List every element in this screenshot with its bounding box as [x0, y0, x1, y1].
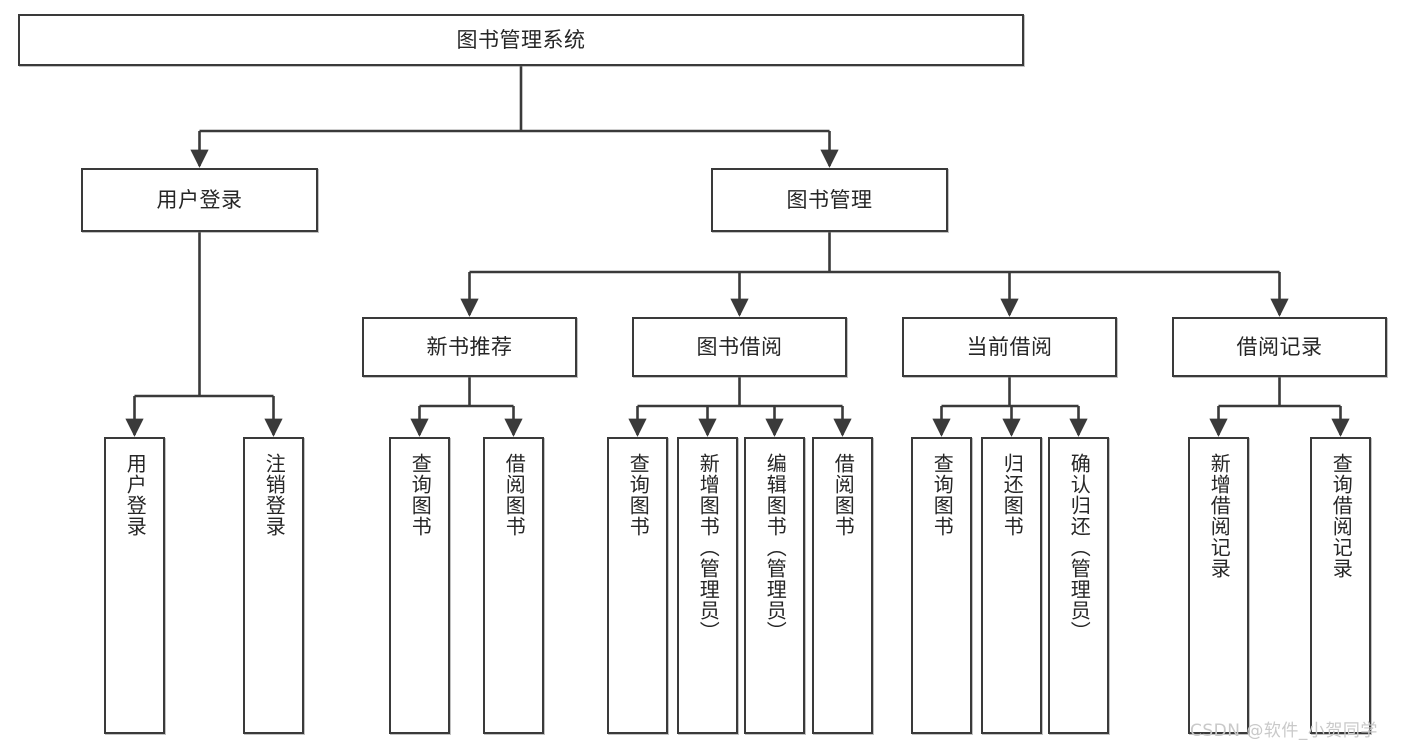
node-label: 借阅记录 [1236, 334, 1323, 359]
node-level2-3[interactable]: 借阅记录 [1172, 317, 1387, 377]
node-label: 注销登录 [262, 453, 287, 537]
node-leaf-0[interactable]: 用户登录 [104, 437, 165, 734]
node-label: 借阅图书 [502, 453, 527, 537]
node-label: 图书管理 [786, 187, 873, 212]
node-label: 当前借阅 [966, 334, 1053, 359]
node-leaf-9[interactable]: 归还图书 [981, 437, 1042, 734]
node-label: 查询图书 [408, 453, 433, 537]
node-leaf-1[interactable]: 注销登录 [243, 437, 304, 734]
node-label: 用户登录 [123, 453, 148, 537]
node-leaf-12[interactable]: 查询借阅记录 [1310, 437, 1371, 734]
node-level2-1[interactable]: 图书借阅 [632, 317, 847, 377]
node-leaf-11[interactable]: 新增借阅记录 [1188, 437, 1249, 734]
node-level1-1[interactable]: 图书管理 [711, 168, 948, 232]
node-level2-0[interactable]: 新书推荐 [362, 317, 577, 377]
node-label: 查询借阅记录 [1329, 453, 1354, 579]
node-label: 新增图书（管理员） [696, 453, 721, 642]
node-leaf-5[interactable]: 新增图书（管理员） [677, 437, 738, 734]
node-leaf-10[interactable]: 确认归还（管理员） [1048, 437, 1109, 734]
node-label: 查询图书 [626, 453, 651, 537]
node-label: 新书推荐 [426, 334, 513, 359]
node-label: 编辑图书（管理员） [763, 453, 788, 642]
node-level1-0[interactable]: 用户登录 [81, 168, 318, 232]
node-leaf-2[interactable]: 查询图书 [389, 437, 450, 734]
node-leaf-4[interactable]: 查询图书 [607, 437, 668, 734]
node-level2-2[interactable]: 当前借阅 [902, 317, 1117, 377]
node-label: 图书借阅 [696, 334, 783, 359]
node-leaf-8[interactable]: 查询图书 [911, 437, 972, 734]
node-leaf-3[interactable]: 借阅图书 [483, 437, 544, 734]
node-label: 确认归还（管理员） [1067, 453, 1092, 642]
node-label: 用户登录 [156, 187, 243, 212]
node-label: 图书管理系统 [456, 27, 586, 52]
node-root-图书管理系统[interactable]: 图书管理系统 [18, 14, 1024, 66]
node-label: 归还图书 [1000, 453, 1025, 537]
node-label: 查询图书 [930, 453, 955, 537]
node-label: 借阅图书 [831, 453, 856, 537]
node-label: 新增借阅记录 [1207, 453, 1232, 579]
node-leaf-6[interactable]: 编辑图书（管理员） [744, 437, 805, 734]
node-leaf-7[interactable]: 借阅图书 [812, 437, 873, 734]
